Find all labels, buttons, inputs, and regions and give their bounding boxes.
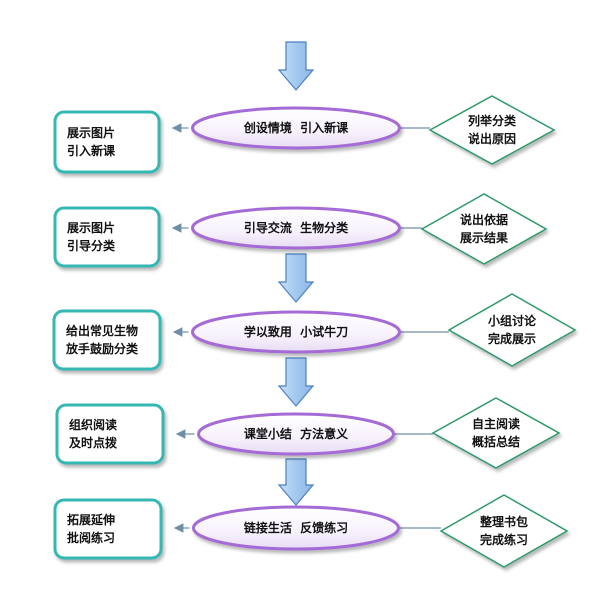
- student-activity-diamond: [447, 293, 577, 367]
- stage-oval: [192, 505, 400, 551]
- teacher-activity-box: [53, 498, 163, 560]
- student-activity-diamond: [428, 95, 556, 165]
- student-activity-label: 自主阅读 概括总结: [471, 417, 521, 449]
- stage-label: 链接生活 反馈练习: [243, 521, 349, 535]
- down-arrow-icon: [277, 458, 315, 506]
- teacher-activity-box: [55, 403, 165, 465]
- stage-oval: [191, 106, 401, 150]
- down-arrow-icon: [277, 41, 315, 91]
- down-arrow-icon: [277, 357, 315, 407]
- teacher-activity-box: [53, 110, 161, 174]
- teacher-activity-label: 组织阅读 及时点拨: [69, 418, 118, 450]
- student-activity-label: 小组讨论 完成展示: [487, 314, 537, 346]
- stage-oval: [191, 206, 401, 250]
- student-activity-diamond: [431, 397, 561, 469]
- down-arrow-icon: [277, 253, 315, 303]
- student-activity-label: 列举分类 说出原因: [467, 114, 517, 146]
- stage-oval: [197, 412, 395, 456]
- student-activity-diamond: [439, 494, 569, 568]
- student-activity-label: 说出依据 展示结果: [459, 213, 509, 245]
- stage-label: 引导交流 生物分类: [243, 221, 349, 235]
- stage-label: 课堂小结 方法意义: [243, 427, 349, 441]
- student-activity-diamond: [420, 193, 548, 265]
- teacher-activity-box: [52, 309, 162, 371]
- stage-label: 创设情境 引入新课: [243, 121, 349, 135]
- teacher-activity-label: 给出常见生物 放手鼓励分类: [66, 324, 139, 356]
- teacher-activity-label: 展示图片 引导分类: [67, 221, 116, 253]
- student-activity-label: 整理书包 完成练习: [479, 515, 529, 547]
- stage-oval: [191, 310, 401, 354]
- teacher-activity-label: 展示图片 引入新课: [67, 126, 116, 158]
- teacher-activity-label: 拓展延伸 批阅练习: [67, 513, 116, 545]
- stage-label: 学以致用 小试牛刀: [243, 325, 349, 339]
- teacher-activity-box: [53, 206, 161, 268]
